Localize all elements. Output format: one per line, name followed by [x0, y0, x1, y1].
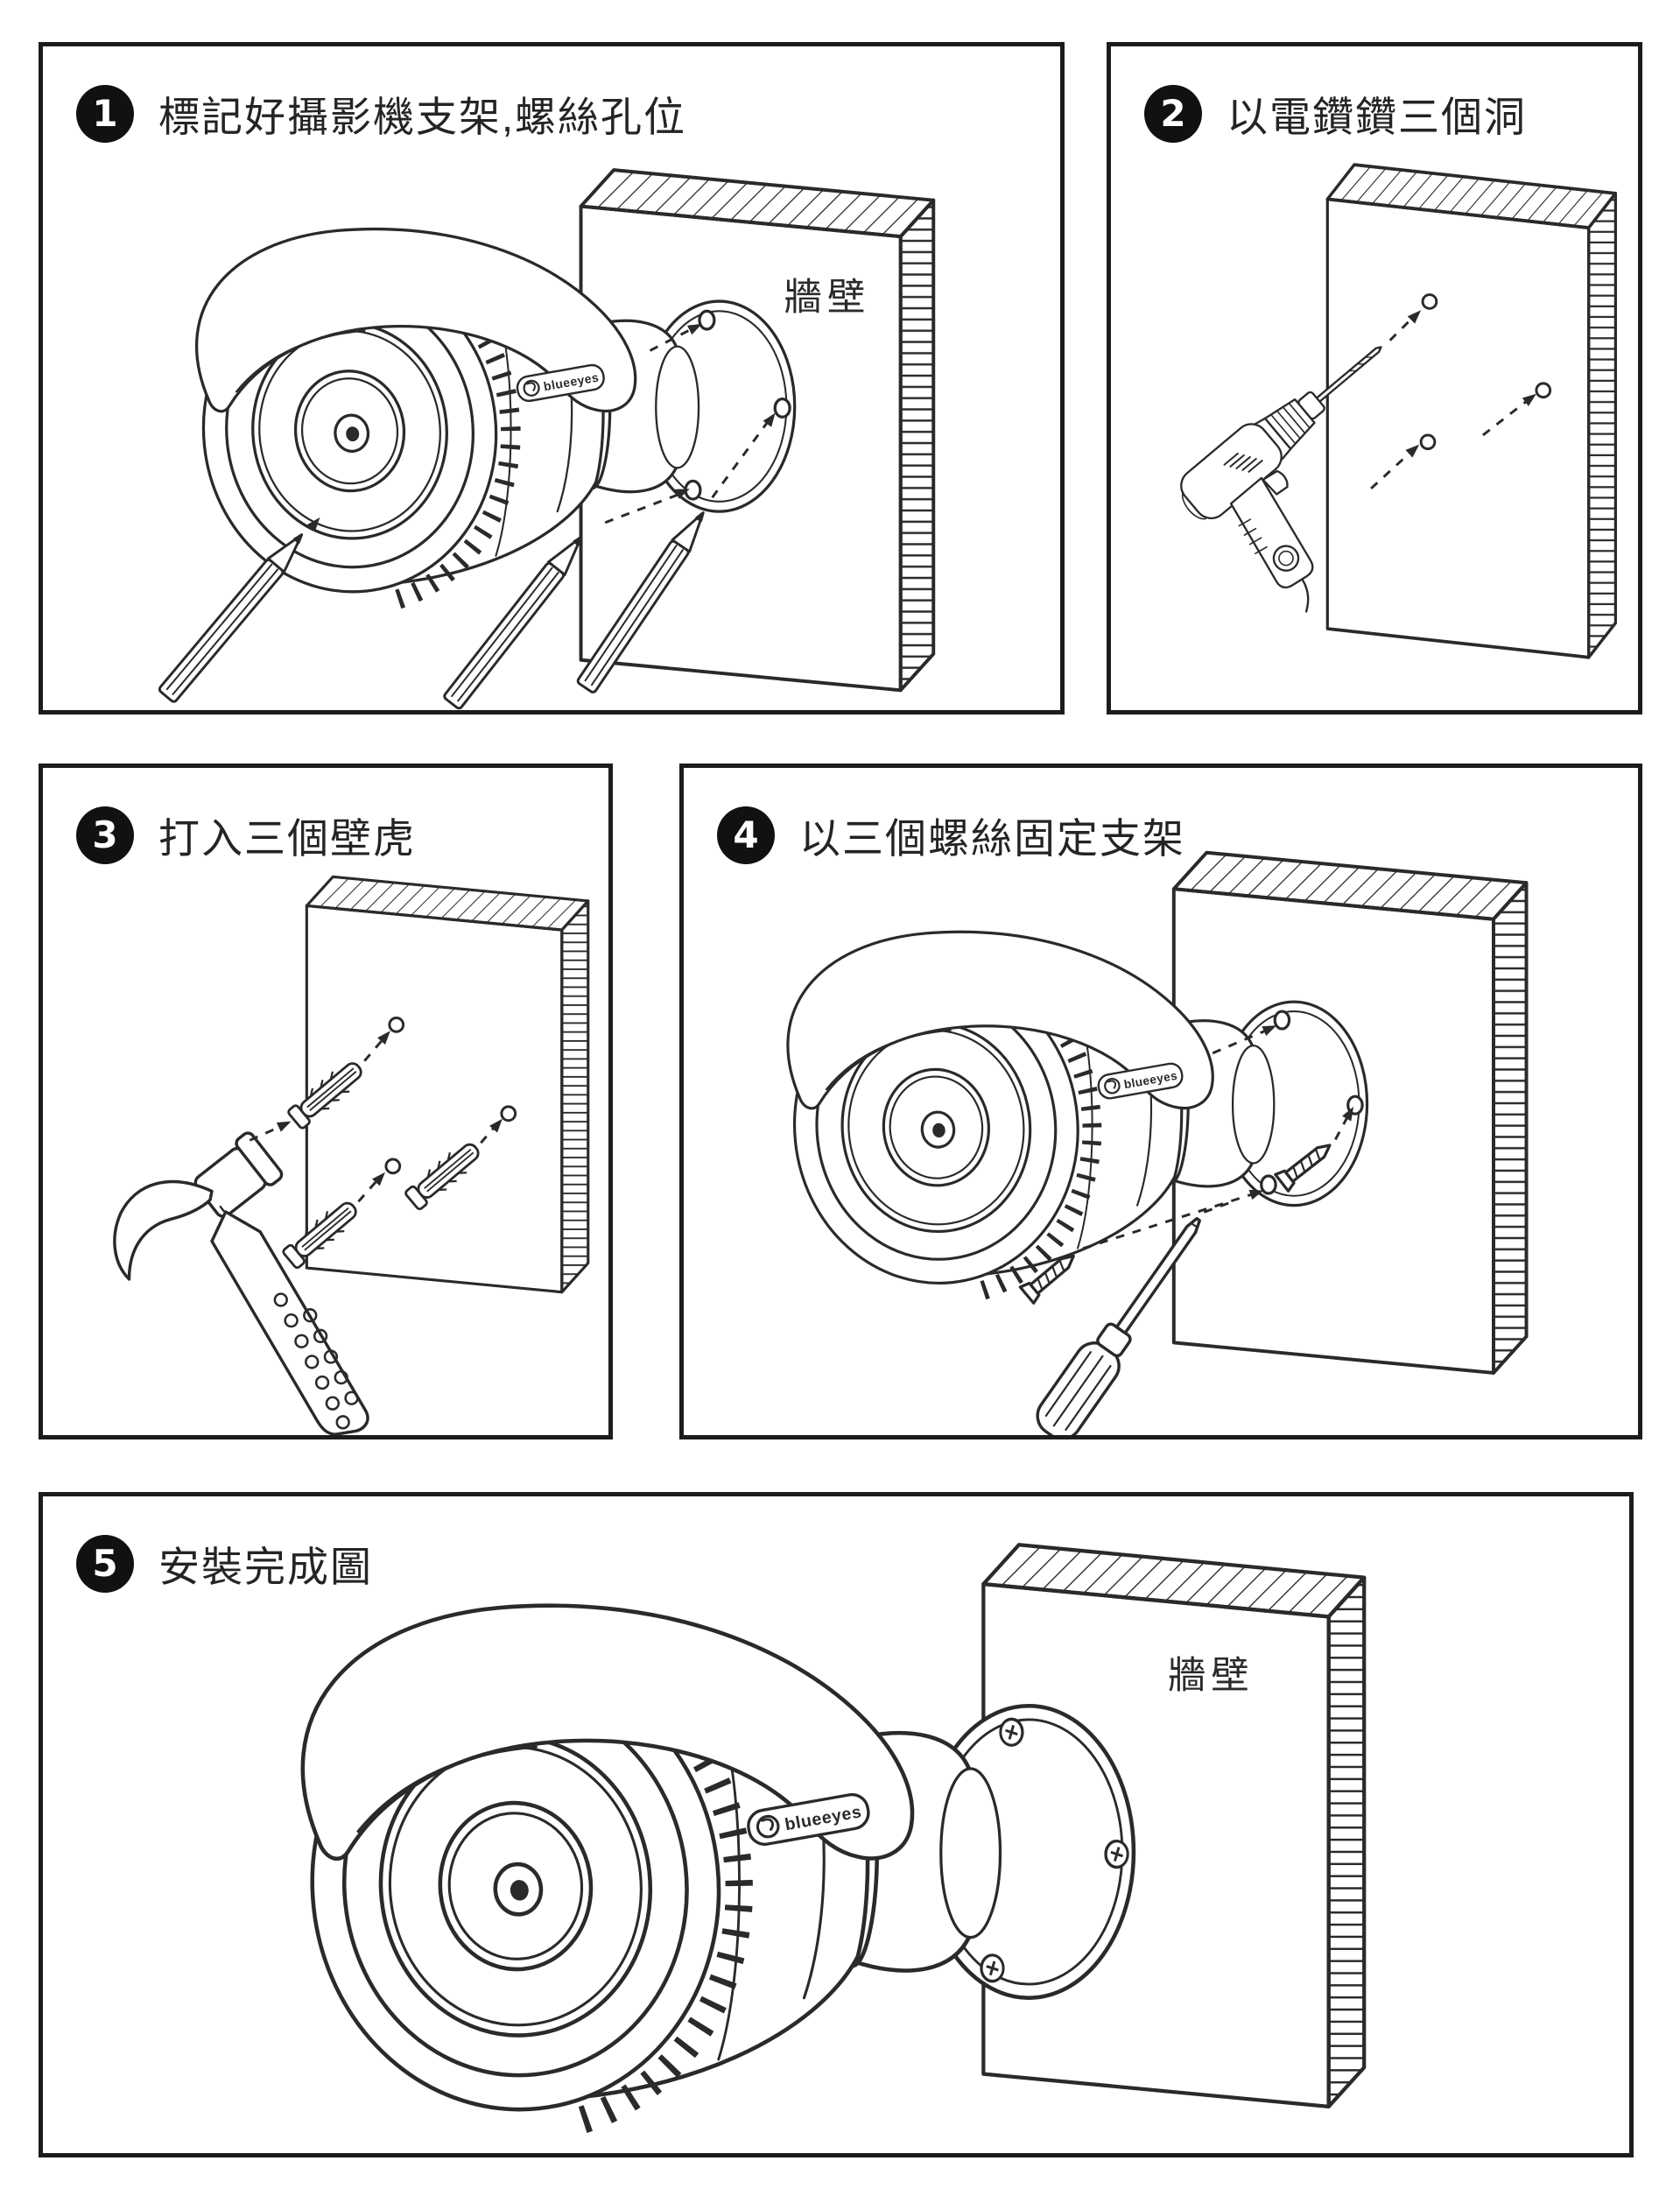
- step-4-title: 以三個螺絲固定支架: [799, 815, 1185, 862]
- step-panel-5: 牆壁 5 安裝完成圖: [39, 1492, 1634, 2157]
- step-5-illustration: 牆壁: [43, 1496, 1629, 2153]
- step-3-header: 3 打入三個壁虎: [76, 805, 416, 865]
- step-4-badge: 4: [717, 806, 775, 864]
- step-2-illustration: [1169, 163, 1618, 659]
- step-1-illustration: 牆壁: [157, 168, 936, 710]
- step-panel-4: 4 以三個螺絲固定支架: [679, 764, 1642, 1439]
- step-2-header: 2 以電鑽鑽三個洞: [1144, 83, 1527, 144]
- step-panel-2: 2 以電鑽鑽三個洞: [1107, 42, 1642, 714]
- step-5-header: 5 安裝完成圖: [76, 1533, 373, 1594]
- step-2-badge: 2: [1144, 84, 1202, 143]
- step-4-header: 4 以三個螺絲固定支架: [717, 805, 1185, 865]
- step-1-badge: 1: [76, 84, 134, 143]
- step-1-header: 1 標記好攝影機支架,螺絲孔位: [76, 83, 686, 144]
- step-5-title: 安裝完成圖: [158, 1544, 373, 1590]
- step-5-badge: 5: [76, 1534, 134, 1593]
- step-panel-3: 3 打入三個壁虎: [39, 764, 613, 1439]
- step-1-title: 標記好攝影機支架,螺絲孔位: [158, 94, 687, 140]
- step-3-illustration: [113, 875, 590, 1435]
- wall-label: 牆壁: [1168, 1655, 1255, 1697]
- step-4-illustration: [684, 850, 1529, 1435]
- step-3-badge: 3: [76, 806, 134, 864]
- step-3-title: 打入三個壁虎: [158, 815, 416, 862]
- step-2-title: 以電鑽鑽三個洞: [1227, 94, 1527, 140]
- wall-label: 牆壁: [784, 277, 871, 319]
- hammer-icon: [113, 1131, 369, 1435]
- step-panel-1: 牆壁 1 標記好攝影機支架,螺絲孔位: [39, 42, 1065, 714]
